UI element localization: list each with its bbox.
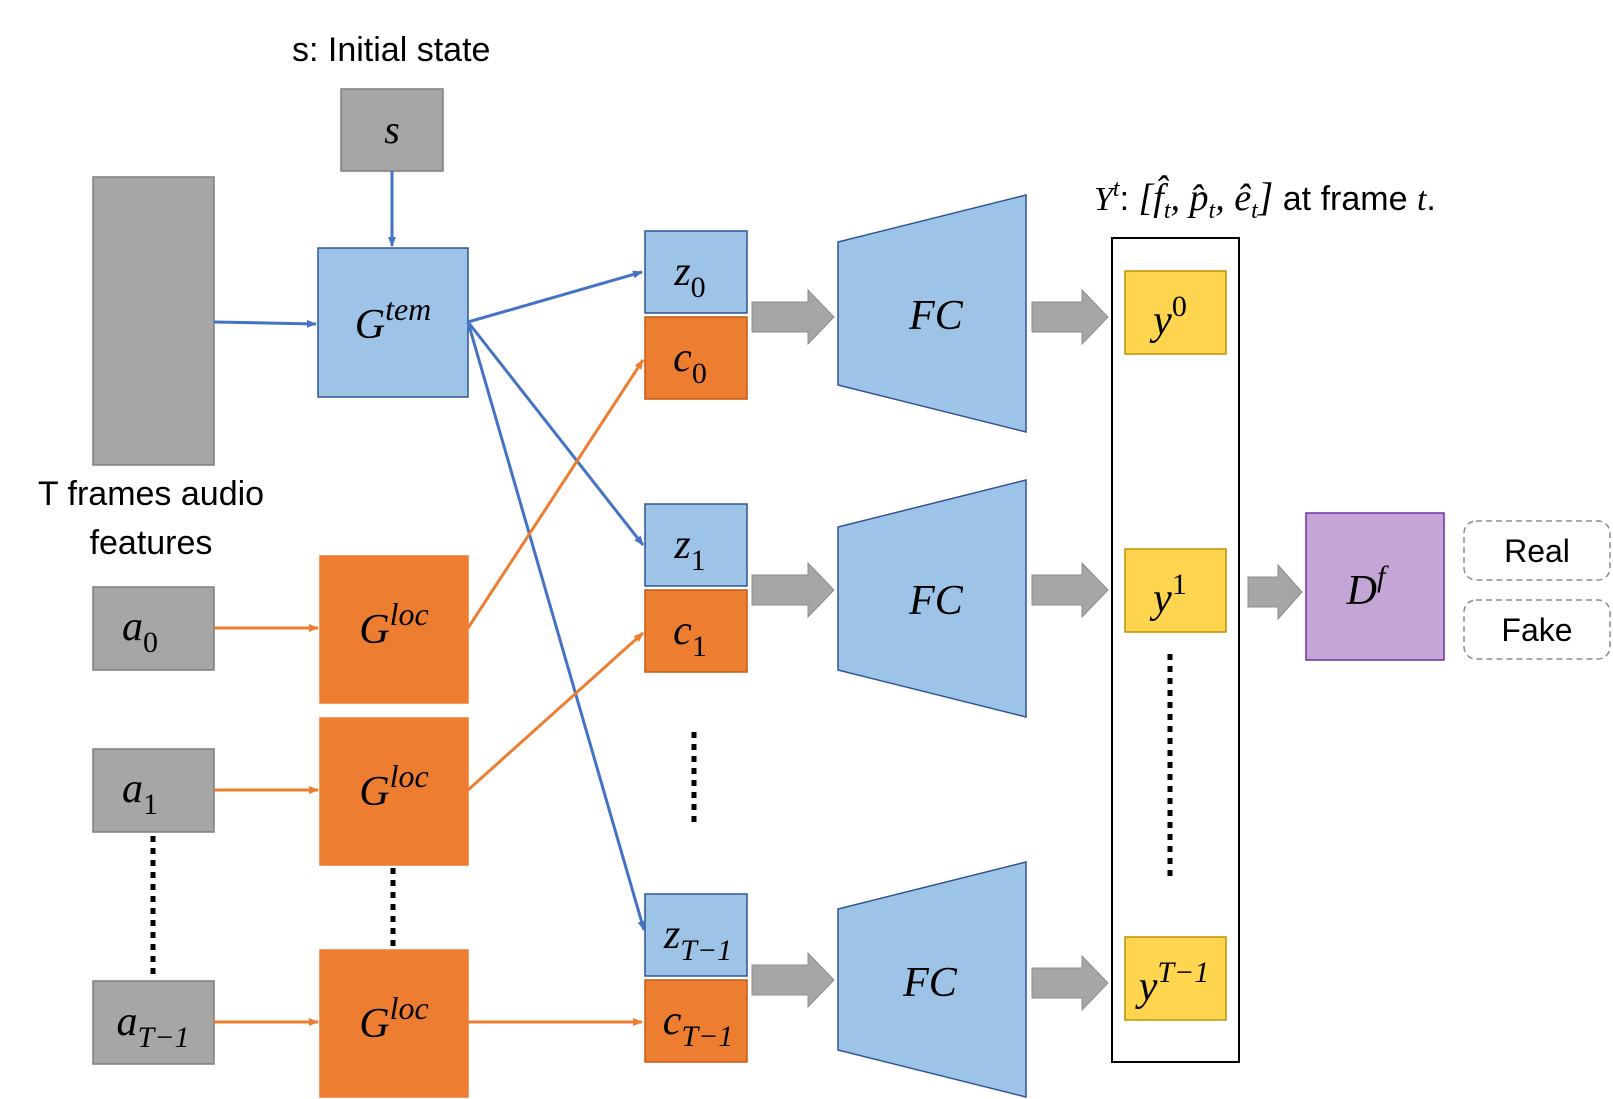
c0-box	[644, 316, 748, 400]
audio-frame-aT-box	[92, 980, 215, 1065]
audio-frame-a1-label: a1	[122, 766, 158, 821]
z1-box	[644, 503, 748, 587]
fc-layer-1	[837, 479, 1027, 718]
z1-label: z1	[673, 522, 705, 577]
g-loc-box-0	[319, 555, 469, 704]
z0-label: z0	[673, 249, 705, 304]
initial-state-label: s: Initial state	[292, 31, 490, 69]
c0-label: c0	[673, 335, 707, 390]
audio-features-label-line1: T frames audio	[38, 475, 264, 513]
g-loc-label-1: Gloc	[359, 758, 428, 815]
block-arrow-zcT-to-fc	[751, 951, 835, 1009]
fake-output-box	[1463, 599, 1611, 660]
arrow-gtem-to-zT	[466, 321, 646, 931]
arrow-gtem-to-z0	[467, 270, 643, 324]
output-sequence-container	[1111, 237, 1240, 1063]
g-loc-box-T	[319, 949, 469, 1098]
block-arrow-fc0-to-y0	[1031, 288, 1109, 346]
audio-features-box	[92, 176, 215, 466]
yT-label: yT−1	[1135, 956, 1210, 1010]
yT-box	[1124, 936, 1227, 1021]
c1-box	[644, 589, 748, 673]
discriminator-df-box	[1305, 512, 1445, 661]
zT-label: zT−1	[663, 912, 732, 967]
arrow-gloc1-to-c1	[466, 631, 645, 792]
audio-frame-a1-box	[92, 748, 215, 833]
y0-box	[1124, 270, 1227, 355]
fc-label-T: FC	[902, 960, 958, 1006]
initial-state-suffix: : Initial state	[309, 31, 490, 69]
y1-box	[1124, 548, 1227, 633]
fc-layer-0	[837, 194, 1027, 433]
fc-label-1: FC	[908, 578, 964, 624]
arrow-gtem-to-z1	[466, 321, 645, 546]
real-output-box	[1463, 520, 1611, 581]
arrow-audio-to-gtem	[213, 319, 317, 328]
cT-box	[644, 979, 748, 1063]
c1-label: c1	[673, 608, 707, 663]
audio-frame-a0-box	[92, 586, 215, 671]
fake-label: Fake	[1501, 612, 1572, 648]
block-arrow-zc0-to-fc	[751, 288, 835, 346]
g-tem-label: Gtem	[355, 291, 432, 348]
initial-state-prefix: s	[292, 31, 309, 69]
output-legend: Yt: [f̂t, p̂t, êt] at frame t.	[1094, 174, 1436, 224]
y1-label: y1	[1149, 568, 1187, 622]
initial-state-box-label: s	[384, 107, 400, 152]
block-arrow-fcT-to-yT	[1031, 954, 1109, 1012]
g-loc-box-1	[319, 717, 469, 866]
zT-box	[644, 893, 748, 977]
audio-features-label-line2: features	[90, 524, 213, 562]
g-loc-label-0: Gloc	[359, 596, 428, 653]
z0-box	[644, 230, 748, 314]
real-label: Real	[1504, 533, 1570, 569]
g-tem-box	[317, 247, 469, 398]
block-arrow-y-to-df	[1247, 563, 1303, 621]
arrow-gloc0-to-c0	[466, 359, 645, 629]
audio-frame-aT-label: aT−1	[117, 999, 190, 1054]
y0-label: y0	[1149, 290, 1187, 344]
block-arrow-fc1-to-y1	[1031, 561, 1109, 619]
cT-label: cT−1	[663, 998, 734, 1053]
initial-state-box	[340, 88, 444, 172]
audio-frame-a0-label: a0	[122, 604, 158, 659]
fc-layer-T	[837, 861, 1027, 1098]
g-loc-label-T: Gloc	[359, 990, 428, 1047]
fc-label-0: FC	[908, 293, 964, 339]
block-arrow-zc1-to-fc	[751, 561, 835, 619]
